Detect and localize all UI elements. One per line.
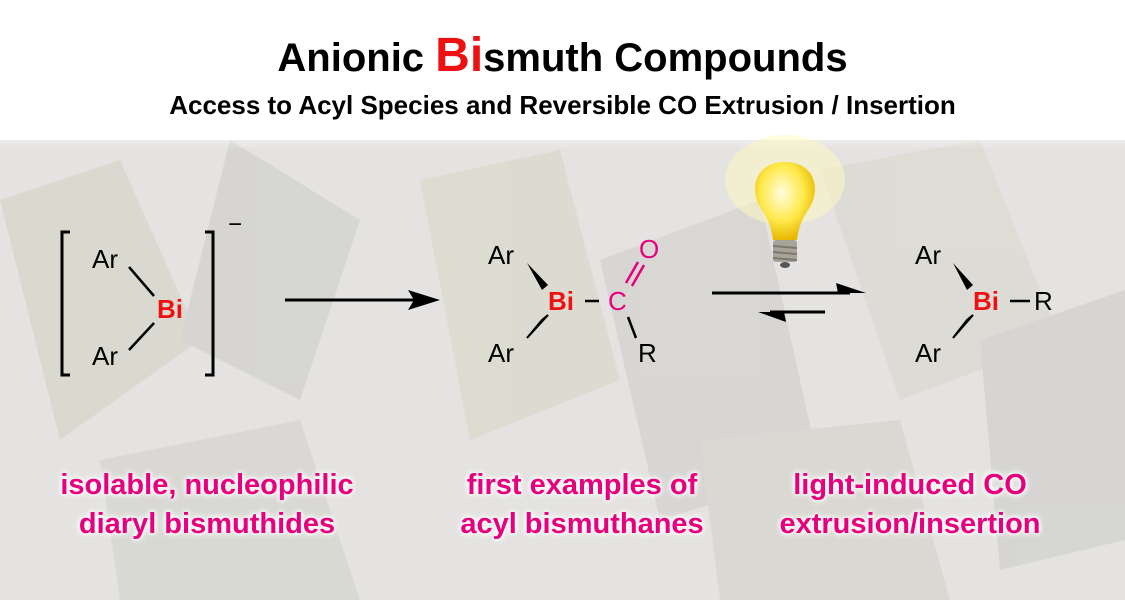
caption-line: diaryl bismuthides [78,508,336,540]
aryl-label: Ar [92,244,118,274]
wedge-bond [953,263,973,290]
caption-line: isolable, nucleophilic [60,469,354,501]
bismuth-label: Bi [548,286,574,316]
r-group-label: R [638,338,657,368]
reaction-arrow [285,290,440,310]
title-part1: Anionic [277,36,436,80]
caption-co-extrusion: light-induced CO extrusion/insertion [730,466,1090,544]
wedge-bond [526,314,549,339]
aryl-label: Ar [488,338,514,368]
wedge-bond [527,263,548,290]
left-bracket [60,230,70,377]
wedge-bond [952,314,974,339]
bismuth-label: Bi [973,286,999,316]
page-title: Anionic Bismuth Compounds [0,28,1125,83]
header-band [0,0,1125,150]
caption-line: acyl bismuthanes [460,508,704,540]
bismuth-label: Bi [157,294,183,324]
charge-minus: − [228,211,242,238]
equilibrium-arrows [712,283,866,322]
caption-bismuthides: isolable, nucleophilic diaryl bismuthide… [27,466,387,544]
aryl-label: Ar [488,240,514,270]
caption-line: first examples of [466,469,698,501]
carbon-label: C [608,286,627,316]
subtitle: Access to Acyl Species and Reversible CO… [169,90,956,120]
aryl-label: Ar [92,341,118,371]
light-bulb-icon [725,135,845,268]
textured-background [0,140,1125,600]
aryl-label: Ar [915,240,941,270]
oxygen-label: O [639,234,659,264]
background-shapes [0,140,1125,600]
caption-line: light-induced CO [793,469,1027,501]
title-highlight: Bi [435,29,484,82]
right-bracket [205,230,215,377]
r-group-label: R [1034,286,1053,316]
aryl-label: Ar [915,338,941,368]
compound-diaryl-bismuthide [60,230,215,377]
caption-acyl-bismuthanes: first examples of acyl bismuthanes [402,466,762,544]
title-part2: smuth Compounds [483,36,848,80]
caption-line: extrusion/insertion [779,508,1041,540]
